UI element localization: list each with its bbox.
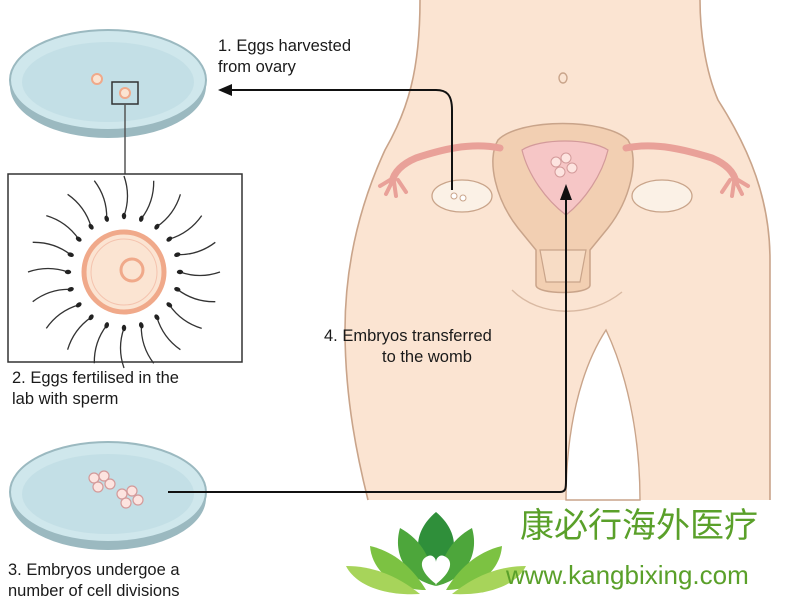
sperm-icon <box>138 180 155 222</box>
step-4-line-2: to the womb <box>382 348 472 366</box>
step-1-line-2: from ovary <box>218 58 296 76</box>
petri-dish-icon <box>9 441 207 550</box>
flow-arrows <box>168 84 572 493</box>
step-1-label: 1. Eggs harvested from ovary <box>218 36 351 78</box>
navel <box>558 72 568 84</box>
embryo-icon <box>550 152 578 178</box>
step-4-label: 4. Embryos transferred to the womb <box>324 326 492 368</box>
sperm-icon <box>138 322 155 364</box>
sperm-icon <box>174 241 216 258</box>
sperm-icon <box>27 267 72 275</box>
sperm-icon <box>66 314 94 350</box>
sperm-icon <box>166 215 203 242</box>
step-2-label: 2. Eggs fertilised in the lab with sperm <box>12 368 179 410</box>
step-4-line-1: 4. Embryos transferred <box>324 327 492 345</box>
egg-cell-icon <box>91 73 103 85</box>
sperm-icon <box>32 241 74 258</box>
embryo-icon <box>116 485 144 509</box>
step-3-line-2: number of cell divisions <box>8 582 180 600</box>
sperm-icon <box>32 286 74 303</box>
sperm-icon <box>46 214 82 242</box>
sperm-icon <box>154 314 181 351</box>
sperm-icon <box>154 194 182 230</box>
sperm-icon <box>174 286 216 303</box>
step-2-line-1: 2. Eggs fertilised in the <box>12 369 179 387</box>
sperm-icon <box>176 269 221 277</box>
watermark-name: 康必行海外医疗 <box>520 506 758 546</box>
fallopian-tube-right <box>622 142 740 186</box>
sperm-icon <box>93 180 110 222</box>
step-3-line-1: 3. Embryos undergoe a <box>8 561 180 579</box>
watermark-url: www.kangbixing.com <box>506 560 749 590</box>
uterus <box>378 122 750 294</box>
step-3-label: 3. Embryos undergoe a number of cell div… <box>8 560 180 602</box>
sperm-icon <box>93 322 110 364</box>
step-2-line-2: lab with sperm <box>12 390 119 408</box>
sperm-icon <box>166 302 202 330</box>
fallopian-tube-left <box>388 142 504 186</box>
petri-dish-icon <box>9 29 207 138</box>
embryo-icon <box>88 470 116 493</box>
sperm-icon <box>67 193 94 230</box>
sperm-icon <box>119 324 127 369</box>
fertilisation-panel <box>7 173 243 369</box>
step-1-line-1: 1. Eggs harvested <box>218 37 351 55</box>
sperm-icon <box>45 302 82 329</box>
sperm-icon <box>121 175 129 220</box>
lotus-heart-logo <box>346 512 526 595</box>
ovary-right <box>631 179 693 213</box>
sperm-icon <box>27 175 221 369</box>
